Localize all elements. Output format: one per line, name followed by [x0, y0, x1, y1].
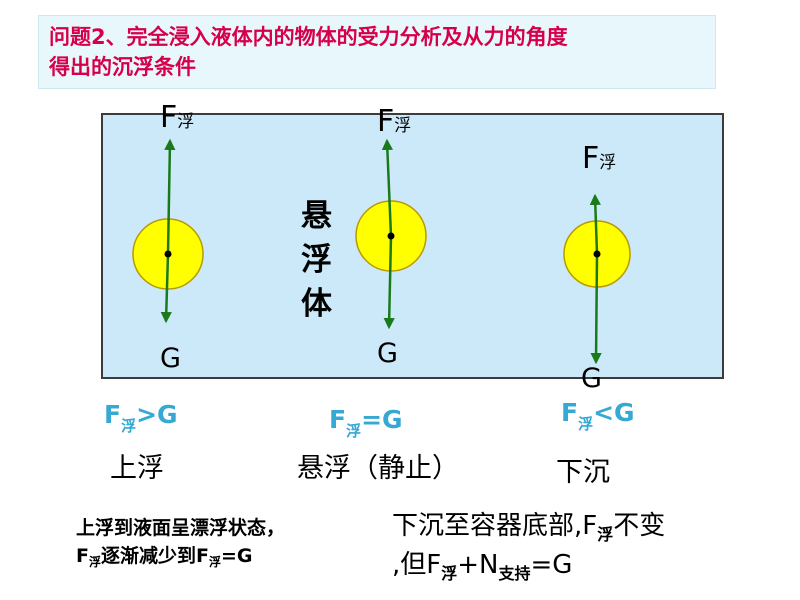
- gravity-label-1: G: [160, 343, 181, 374]
- state-suspend: 悬浮（静止）: [297, 453, 459, 484]
- gravity-label-2: G: [377, 338, 398, 369]
- gravity-arrow-1: [160, 253, 172, 324]
- note-sink: 下沉至容器底部,F浮不变 ,但F浮+N支持=G: [392, 511, 666, 583]
- condition-sink: F浮<G: [561, 398, 635, 433]
- buoyant-label-1: F浮: [160, 100, 195, 135]
- suspended-body-label: 悬 浮 体: [301, 198, 332, 322]
- title-line-2: 得出的沉浮条件: [49, 55, 196, 79]
- gravity-arrow-2: [383, 235, 395, 330]
- note-rise: 上浮到液面呈漂浮状态， F浮逐渐减少到F浮=G: [76, 517, 286, 569]
- gravity-arrow-3: [590, 253, 602, 365]
- state-sink: 下沉: [556, 457, 610, 488]
- gravity-label-3: G: [581, 363, 602, 394]
- buoyant-force-arrow-2: [381, 138, 393, 237]
- title-line-1: 问题2、完全浸入液体内的物体的受力分析及从力的角度: [49, 25, 568, 49]
- buoyant-force-arrow-1: [164, 138, 176, 255]
- condition-rise: F浮>G: [104, 400, 178, 435]
- buoyant-label-2: F浮: [377, 104, 412, 139]
- buoyant-label-3: F浮: [582, 141, 617, 176]
- center-dot-3: [593, 250, 601, 258]
- condition-suspend: F浮=G: [329, 405, 403, 440]
- state-rise: 上浮: [110, 453, 164, 484]
- buoyant-force-arrow-3: [589, 193, 601, 255]
- question-title: 问题2、完全浸入液体内的物体的受力分析及从力的角度 得出的沉浮条件: [38, 15, 716, 89]
- center-dot-2: [387, 232, 395, 240]
- center-dot-1: [164, 250, 172, 258]
